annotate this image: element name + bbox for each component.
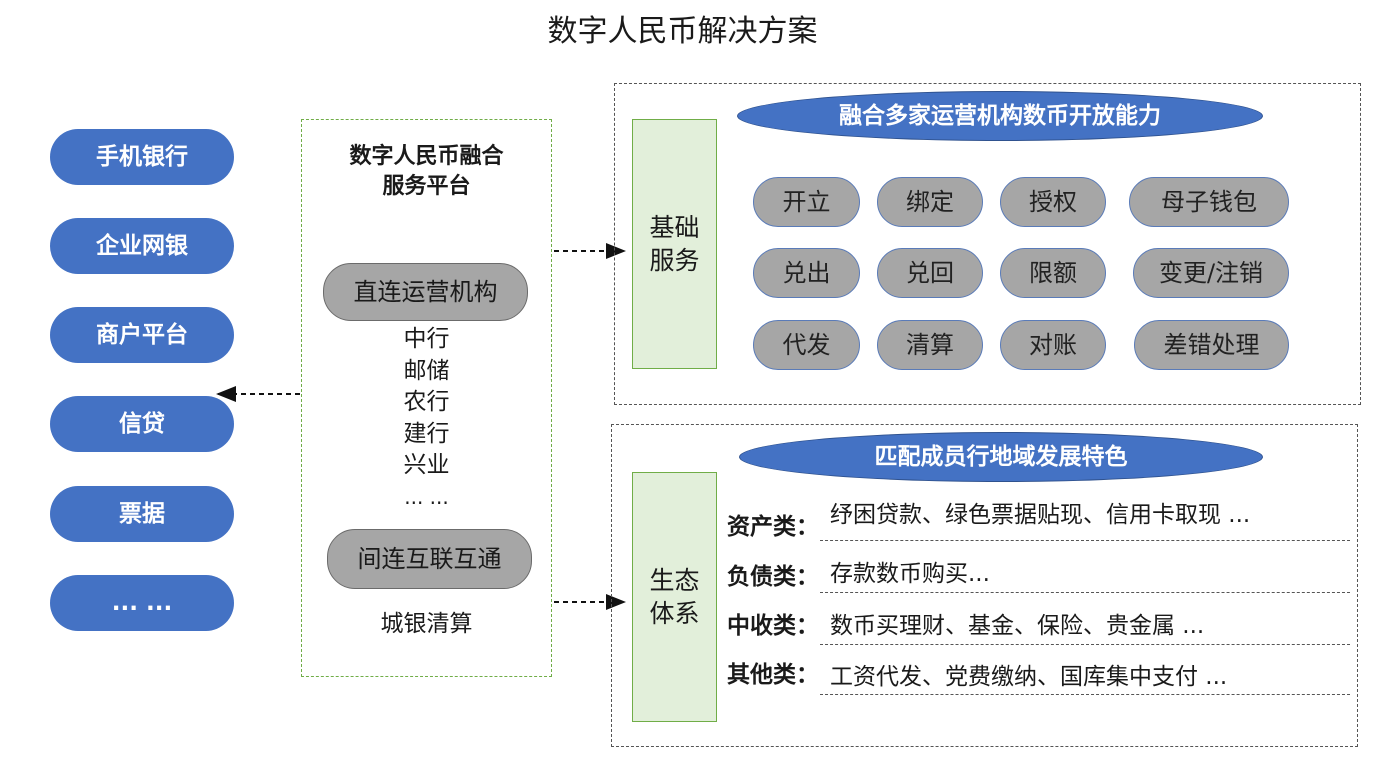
category-divider [820,592,1350,593]
capability-pill: 清算 [877,320,983,370]
capability-pill: 开立 [753,177,860,227]
ecosystem-label: 生态 体系 [632,472,717,722]
bank-item: 邮储 [403,357,450,384]
capability-pill: 授权 [1000,177,1106,227]
channel-credit: 信贷 [50,396,234,452]
bank-item: 兴业 [403,452,450,478]
ecosystem-label-line1: 生态 [649,566,700,595]
capability-pill: 代发 [753,320,860,370]
category-divider [820,644,1350,645]
channel-bills: 票据 [50,486,234,542]
category-label: 其他类： [727,662,819,688]
capability-pill: 限额 [1000,248,1106,298]
basic-services-box [614,83,1361,405]
channel-corporate-ebanking: 企业网银 [50,218,234,274]
capability-pill: 变更/注销 [1133,248,1289,298]
bank-item: 中行 [403,326,450,352]
category-label: 负债类： [727,564,819,590]
ecosystem-header: 匹配成员行地域发展特色 [739,432,1263,482]
category-text: 存款数币购买... [830,561,990,587]
category-text: 纾困贷款、绿色票据贴现、信用卡取现 ... [830,502,1251,528]
ecosystem-label-line2: 体系 [649,599,700,628]
category-divider [820,694,1350,695]
category-label: 中收类： [727,613,819,639]
direct-operator-pill: 直连运营机构 [323,263,528,321]
capability-pill: 兑出 [753,248,860,298]
channel-more: ... ... [50,575,234,631]
platform-title-line2: 服务平台 [382,174,471,199]
category-divider [820,540,1350,541]
page-title: 数字人民币解决方案 [547,14,818,49]
capability-pill: 绑定 [877,177,983,227]
indirect-interconnect-pill: 间连互联互通 [327,529,532,589]
capability-pill: 差错处理 [1134,320,1289,370]
capability-pill: 对账 [1000,320,1106,370]
channel-mobile-banking: 手机银行 [50,129,234,185]
category-label: 资产类： [727,514,819,540]
indirect-bank-list: 城银清算 [301,609,552,641]
basic-services-header: 融合多家运营机构数币开放能力 [737,91,1263,141]
capability-pill: 母子钱包 [1129,177,1289,227]
category-text: 工资代发、党费缴纳、国库集中支付 ... [830,664,1228,690]
platform-title: 数字人民币融合 服务平台 [301,142,552,202]
bank-item: 城银清算 [380,611,473,637]
bank-item: ... ... [404,484,449,509]
ecosystem-box [611,424,1358,747]
platform-title-line1: 数字人民币融合 [349,144,504,169]
bank-item: 农行 [403,389,450,415]
basic-label-line2: 服务 [649,246,700,275]
basic-services-label: 基础 服务 [632,119,717,369]
category-text: 数币买理财、基金、保险、贵金属 ... [830,613,1205,639]
capability-pill: 兑回 [877,248,983,298]
channel-merchant-platform: 商户平台 [50,307,234,363]
direct-bank-list: 中行 邮储 农行 建行 兴业 ... ... [301,324,552,513]
bank-item: 建行 [403,420,450,447]
platform-box [301,119,552,677]
basic-label-line1: 基础 [649,213,700,242]
